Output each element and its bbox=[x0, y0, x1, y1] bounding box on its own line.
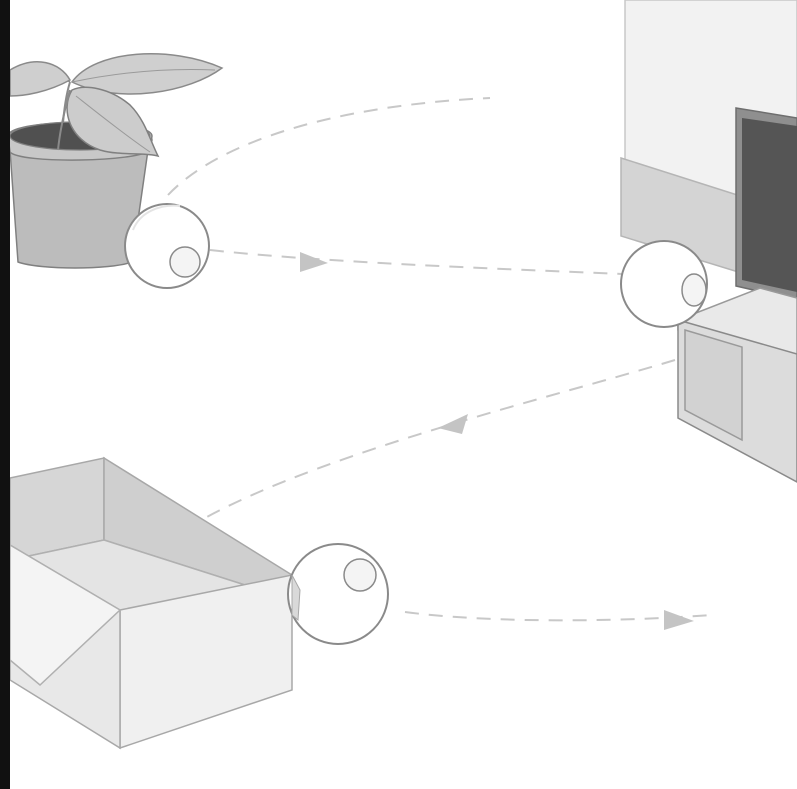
plant-pot-icon bbox=[7, 53, 224, 269]
arrowhead-right-icon bbox=[664, 610, 694, 630]
open-box-icon bbox=[9, 456, 295, 750]
tv-icon bbox=[735, 107, 797, 301]
tv-cabinet-icon bbox=[677, 287, 797, 483]
robot-logo-badge-icon bbox=[169, 246, 201, 278]
left-edge-bar bbox=[0, 0, 10, 789]
robot-logo-badge-icon bbox=[343, 558, 377, 592]
arrowhead-right-icon bbox=[300, 252, 328, 272]
robot-logo-badge-icon bbox=[681, 273, 707, 307]
ball-robot-icon bbox=[620, 240, 708, 328]
path-arrowheads bbox=[300, 252, 694, 630]
arrowhead-left-icon bbox=[438, 414, 468, 434]
ball-robot-icon bbox=[124, 203, 210, 289]
ball-robot-icon bbox=[287, 543, 389, 645]
